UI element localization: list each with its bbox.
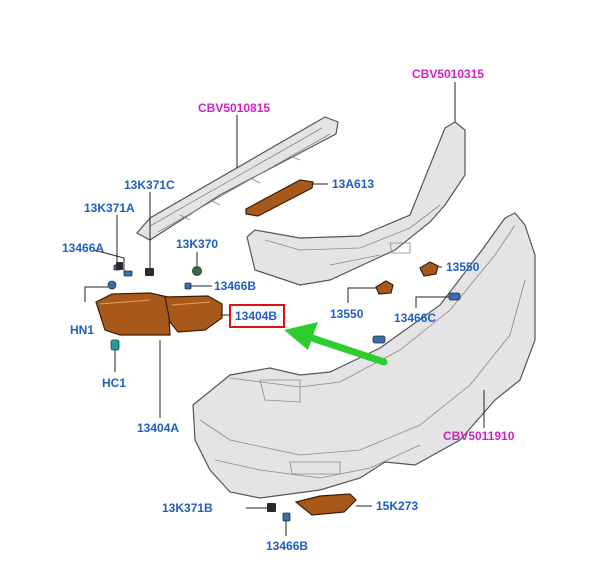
label-13a613: 13A613 xyxy=(332,177,374,191)
label-hn1: HN1 xyxy=(70,323,94,337)
fastener-13466c[interactable] xyxy=(372,292,461,344)
tail-lamp-outer-part[interactable] xyxy=(95,292,171,336)
label-13k370: 13K370 xyxy=(176,237,218,251)
label-13404a: 13404A xyxy=(137,421,179,435)
label-13k371c: 13K371C xyxy=(124,178,175,192)
label-cbv5010815: CBV5010815 xyxy=(198,101,270,115)
label-cbv5010315: CBV5010315 xyxy=(412,67,484,81)
trim-strip-part[interactable] xyxy=(245,179,314,217)
highlight-box xyxy=(229,304,285,328)
fastener-13k371a[interactable] xyxy=(116,262,123,270)
tailgate-panel-part[interactable] xyxy=(246,121,466,286)
label-13466a: 13466A xyxy=(62,241,104,255)
label-15k273: 15K273 xyxy=(376,499,418,513)
label-13k371a: 13K371A xyxy=(84,201,135,215)
label-13550-right: 13550 xyxy=(446,260,480,274)
label-13466b-bottom: 13466B xyxy=(266,539,308,553)
fastener-13k371b[interactable] xyxy=(267,503,276,512)
fastener-13466b-top[interactable] xyxy=(184,282,192,290)
pointer-arrow xyxy=(284,322,388,366)
tail-lamp-inner-part[interactable] xyxy=(164,295,223,333)
spoiler-garnish-part[interactable] xyxy=(136,116,339,241)
label-13k371b: 13K371B xyxy=(162,501,213,515)
fastener-hc1[interactable] xyxy=(110,339,120,351)
fastener-13466b-bottom[interactable] xyxy=(282,512,291,522)
leader-lines xyxy=(84,82,485,536)
label-cbv5011910: CBV5011910 xyxy=(443,429,515,443)
label-13404b: 13404B xyxy=(235,309,277,323)
label-13466c: 13466C xyxy=(394,311,436,325)
reflector-15k273[interactable] xyxy=(294,493,357,516)
label-13550-mid: 13550 xyxy=(330,307,364,321)
bulb-holder-13550-mid[interactable] xyxy=(375,280,394,295)
fastener-13k370[interactable] xyxy=(192,266,202,276)
label-hc1: HC1 xyxy=(102,376,126,390)
bulb-holder-13550-right[interactable] xyxy=(419,261,439,277)
fastener-13k371c[interactable] xyxy=(145,268,154,276)
label-13466b-top: 13466B xyxy=(214,279,256,293)
rear-bumper-part[interactable] xyxy=(192,212,536,499)
fastener-hn1[interactable] xyxy=(107,280,117,290)
